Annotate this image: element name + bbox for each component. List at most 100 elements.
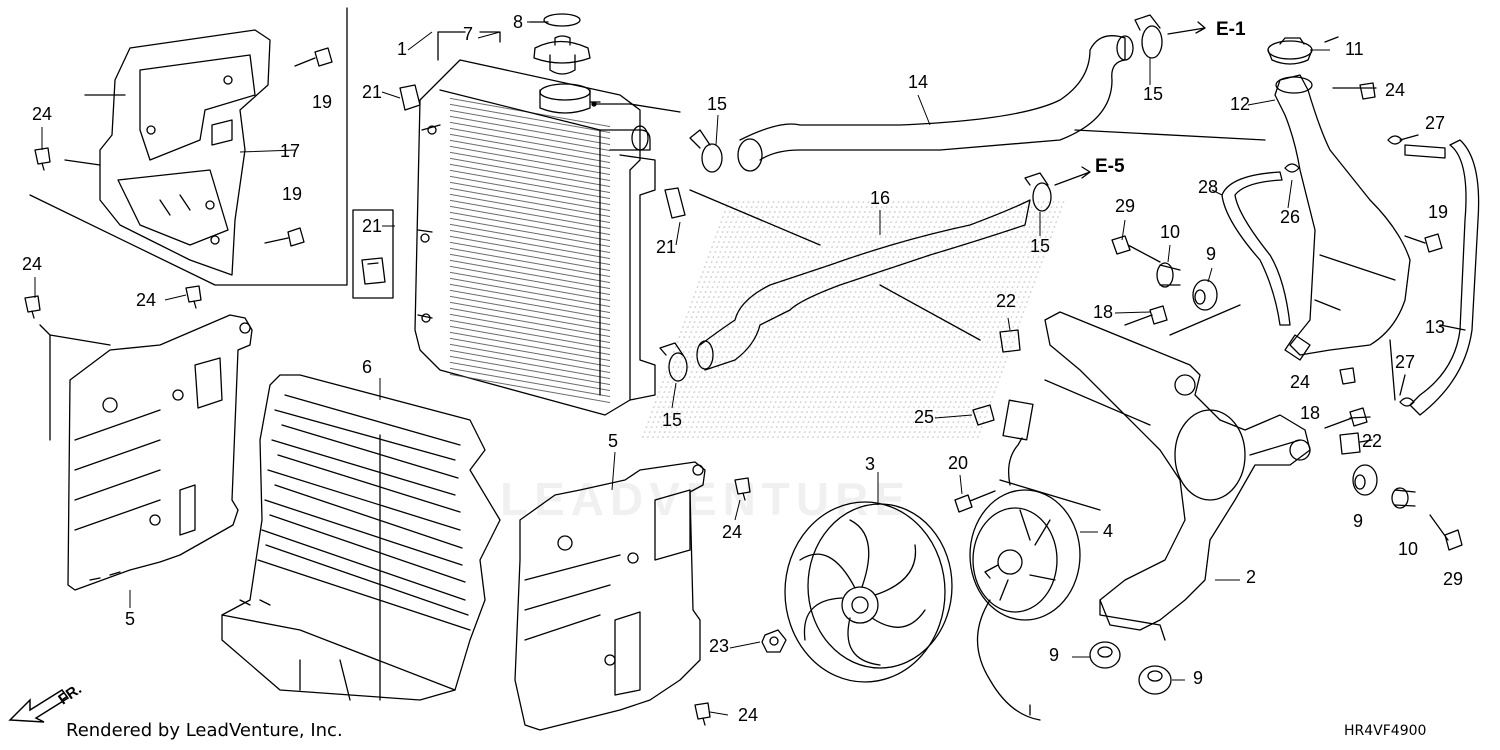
callout-27-b: 27 [1395, 352, 1415, 372]
push-rivet-24-c [185, 285, 202, 309]
callout-15-b: 15 [1143, 84, 1163, 104]
grommet-9-a [1192, 279, 1218, 311]
callout-21-c: 21 [656, 237, 676, 257]
callout-28: 28 [1198, 177, 1218, 197]
callout-6: 6 [362, 357, 372, 377]
push-rivet-24-f [1359, 82, 1376, 100]
push-rivet-24-a [34, 147, 51, 171]
tank-cap [1267, 37, 1313, 65]
callout-15-d: 15 [662, 410, 682, 430]
nut-23 [761, 629, 787, 653]
callout-17: 17 [280, 141, 300, 161]
clip-21-b [361, 257, 386, 285]
bolt-29-a [1111, 235, 1161, 263]
breather-hose-13 [1409, 139, 1480, 416]
reserve-tank [1274, 74, 1411, 361]
hose-clamp-a [689, 129, 723, 173]
upper-hose [737, 35, 1134, 172]
callout-24-e: 24 [738, 705, 758, 725]
bolt-19-b [264, 227, 305, 247]
ref-e5: E-5 [1095, 156, 1125, 177]
radiator-bracket [1044, 311, 1311, 641]
watermark-text: LEADVENTURE [500, 473, 911, 525]
rendered-by-credit: Rendered by LeadVenture, Inc. [66, 720, 343, 741]
upper-shroud-bracket [29, 7, 348, 286]
callout-29-b: 29 [1443, 569, 1463, 589]
callout-19-a: 19 [312, 92, 332, 112]
clip-21-a [399, 84, 421, 111]
overflow-hose-28 [1221, 171, 1291, 326]
radiator-cap [533, 35, 591, 75]
callout-10-b: 10 [1398, 539, 1418, 559]
callout-18-b: 18 [1300, 403, 1320, 423]
grommet-9-d [1138, 665, 1172, 695]
callout-13: 13 [1425, 317, 1445, 337]
callout-15-a: 15 [707, 94, 727, 114]
callout-20: 20 [948, 453, 968, 473]
bolt-19-c [1404, 233, 1443, 253]
callout-22-b: 22 [1362, 431, 1382, 451]
callout-21-b: 21 [362, 216, 382, 236]
callout-25: 25 [914, 407, 934, 427]
callout-2: 2 [1246, 567, 1256, 587]
bolt-18-b [1324, 407, 1368, 429]
clip-26 [1284, 163, 1300, 173]
callout-4: 4 [1103, 521, 1113, 541]
front-arrow-icon [8, 688, 70, 723]
push-rivet-24-b [24, 295, 41, 319]
push-rivet-24-e [694, 702, 711, 726]
callout-8: 8 [513, 12, 523, 32]
callout-26: 26 [1280, 207, 1300, 227]
callout-1: 1 [397, 39, 407, 59]
callout-16: 16 [870, 188, 890, 208]
bolt-19-a [294, 47, 333, 67]
bolt-29-b [1429, 514, 1463, 551]
clip-22-b [1339, 432, 1361, 455]
grommet-9-b [1352, 464, 1378, 496]
ref-e1: E-1 [1216, 19, 1246, 40]
clip-27-b [1399, 397, 1415, 407]
callout-12: 12 [1230, 94, 1250, 114]
callout-27-a: 27 [1425, 113, 1445, 133]
callout-9-b: 9 [1353, 511, 1363, 531]
clip-22-a [999, 329, 1021, 353]
radiator [414, 59, 656, 416]
callout-24-a: 24 [32, 104, 52, 124]
diagram-code: HR4VF4900 [1344, 723, 1427, 739]
callout-22-a: 22 [996, 291, 1016, 311]
hose-clamp-b [1134, 14, 1163, 59]
callout-10-a: 10 [1160, 222, 1180, 242]
o-ring [543, 13, 581, 27]
clip-21-c [664, 187, 686, 219]
callout-9-a: 9 [1206, 244, 1216, 264]
callout-5-a: 5 [125, 609, 135, 629]
callout-7: 7 [463, 24, 473, 44]
callout-18-a: 18 [1093, 302, 1113, 322]
callout-9-d: 9 [1193, 668, 1203, 688]
left-side-cover [67, 314, 253, 591]
callout-19-c: 19 [1428, 202, 1448, 222]
callout-14: 14 [908, 72, 928, 92]
collar-10-a [1156, 262, 1181, 288]
callout-19-b: 19 [282, 184, 302, 204]
connector-clip-25 [972, 404, 995, 426]
callout-11: 11 [1345, 39, 1364, 59]
collar-10-b [1391, 487, 1416, 509]
callout-29-a: 29 [1115, 196, 1135, 216]
right-side-cover [514, 461, 706, 731]
louver-grille [221, 374, 501, 701]
push-rivet-24-d [734, 477, 751, 501]
bolt-18-a [1124, 305, 1168, 326]
push-rivet-24-g [1339, 367, 1356, 385]
callout-3: 3 [865, 454, 875, 474]
callout-21-a: 21 [362, 82, 382, 102]
callout-24-f: 24 [1385, 80, 1405, 100]
fan-motor [969, 399, 1081, 721]
bolt-20 [954, 490, 996, 513]
callout-24-d: 24 [722, 522, 742, 542]
callout-24-g: 24 [1290, 372, 1310, 392]
callout-labels: 1 7 8 21 21 21 15 15 15 15 14 16 11 12 2… [22, 12, 1463, 725]
grommet-9-c [1089, 641, 1121, 669]
callout-23: 23 [709, 636, 729, 656]
